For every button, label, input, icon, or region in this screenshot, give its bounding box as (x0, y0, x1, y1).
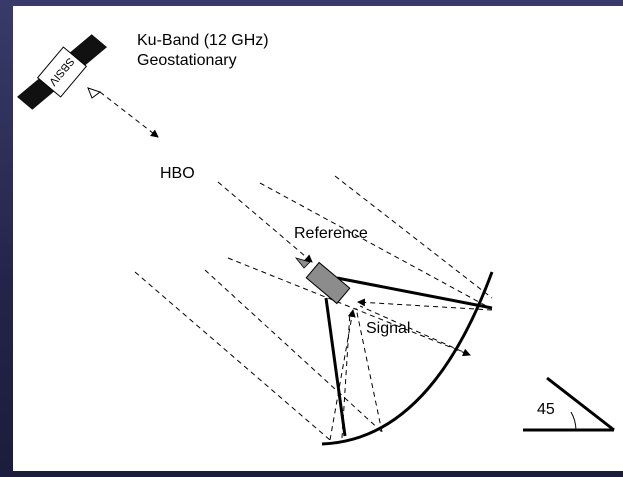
elevation-angle (523, 376, 615, 432)
strut-top (336, 276, 493, 310)
orbit-label: Geostationary (137, 52, 237, 69)
angle-arc (570, 411, 577, 431)
band-label: Ku-Band (12 GHz) (137, 32, 269, 49)
satellite-beam-icon (87, 87, 102, 99)
diagram-panel (13, 6, 623, 471)
ray-3 (227, 257, 471, 357)
incoming-rays (134, 175, 493, 441)
satellite-icon: SBSIV (17, 34, 107, 110)
hbo-label: HBO (160, 165, 195, 182)
angle-value: 45 (537, 401, 555, 418)
signal-label: Signal (366, 320, 410, 337)
reflected-rays (329, 298, 493, 441)
dish-reflector (321, 271, 494, 446)
ray-5 (134, 271, 331, 441)
receiver-feed (305, 261, 351, 305)
ray-1 (259, 182, 491, 309)
downlink-arrow (99, 91, 159, 138)
reflect-2 (359, 305, 471, 356)
reflect-3 (355, 307, 383, 433)
feed-tip-icon (294, 257, 311, 269)
ray-2 (334, 175, 493, 299)
reference-label: Reference (294, 225, 368, 242)
reflect-4 (329, 309, 356, 441)
ray-4 (204, 269, 383, 433)
ray-to-reference (217, 181, 313, 263)
reflect-1 (357, 298, 493, 311)
strut-left (324, 297, 347, 437)
angle-tilt-line (546, 376, 615, 432)
dish-struts (324, 276, 493, 437)
